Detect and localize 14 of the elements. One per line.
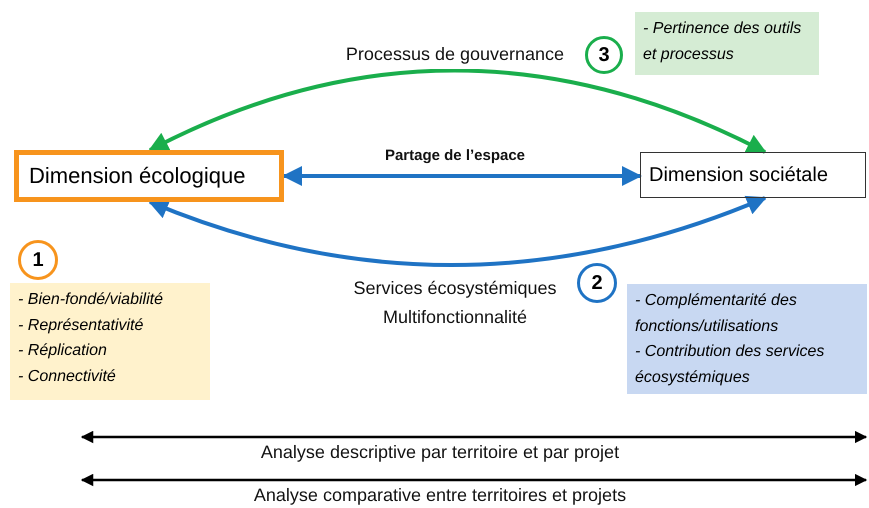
- criteria-note: - Pertinence des outils et processus: [635, 12, 819, 75]
- arrow: [282, 166, 642, 186]
- criteria-note: - Complémentarité des fonctions/utilisations - Contribution des services écosystémiques: [627, 284, 867, 394]
- analysis-label: Analyse comparative entre territoires et projets: [252, 485, 628, 506]
- arrow: [148, 68, 767, 154]
- dimension-box: Dimension sociétale: [640, 152, 866, 198]
- criteria-note: - Bien-fondé/viabilité - Représentativité - Réplication - Connectivité: [10, 283, 210, 400]
- arrow: [148, 195, 767, 267]
- number-badge: 2: [577, 263, 617, 303]
- analysis-label: Analyse descriptive par territoire et par projet: [260, 442, 620, 463]
- edge-label: Services écosystémiques Multifonctionnalité: [352, 277, 558, 329]
- number-badge: 3: [585, 36, 623, 74]
- dimension-box: Dimension écologique: [14, 150, 284, 202]
- number-badge: 1: [18, 240, 58, 280]
